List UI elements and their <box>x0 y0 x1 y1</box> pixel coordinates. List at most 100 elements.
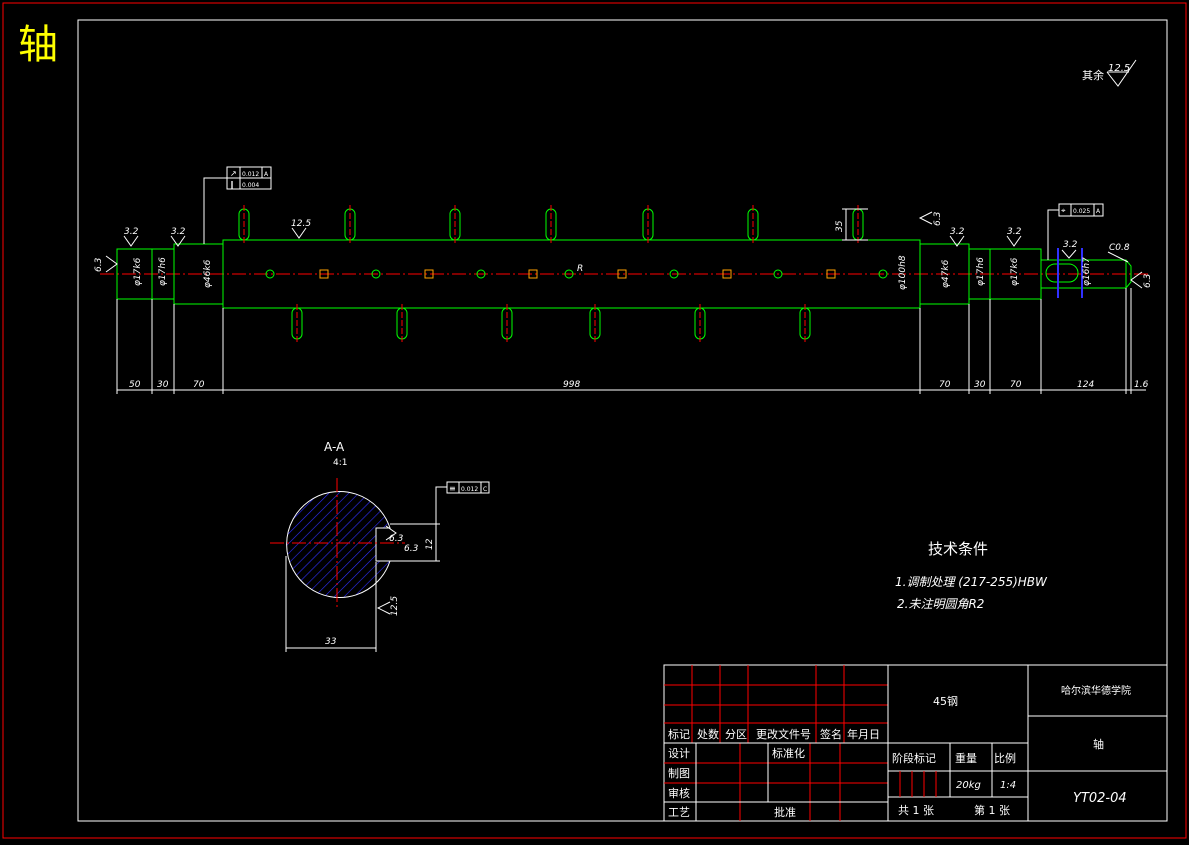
weight-label: 重量 <box>955 751 977 765</box>
sheet-number: 第 1 张 <box>974 803 1010 817</box>
roughness-label-9: 6.3 <box>1143 273 1153 288</box>
row-label-review: 审核 <box>668 786 690 800</box>
standardize-label: 标准化 <box>772 746 805 760</box>
default-roughness-value: 12.5 <box>1108 63 1130 74</box>
shaft-main-view: R φ17k6 φ17h6 φ46k6 φ100h8 φ47k6 φ17h6 φ… <box>94 166 1153 394</box>
hole <box>773 269 783 279</box>
symmetry-icon: ≡ <box>449 484 456 493</box>
roughness-label-2: 3.2 <box>124 227 139 237</box>
section-scale: 4:1 <box>333 458 347 468</box>
bottom-roughness: 12.5 <box>390 596 400 616</box>
roughness-label-4: 12.5 <box>291 219 311 229</box>
key-tolerance-frame: ⌖ 0.025 A <box>1047 203 1104 260</box>
length-label-2: 30 <box>157 380 169 390</box>
rev-header-6: 年月日 <box>847 727 880 741</box>
svg-text:0.004: 0.004 <box>242 182 259 189</box>
default-roughness-label: 其余 <box>1082 68 1104 82</box>
rev-header-5: 签名 <box>820 727 842 741</box>
technical-requirements: 技术条件 1.调制处理 (217-255)HBW 2.未注明圆角R2 <box>895 540 1048 611</box>
diameter-label-7: φ17k6 <box>1010 257 1020 286</box>
length-label-7: 70 <box>1010 380 1022 390</box>
hole <box>371 269 381 279</box>
hole <box>319 269 329 279</box>
hole <box>528 269 538 279</box>
diameter-label-4: φ100h8 <box>898 255 908 290</box>
total-sheets: 共 1 张 <box>898 804 934 817</box>
key-roughness-2: 6.3 <box>404 544 419 554</box>
length-label-3: 70 <box>193 380 205 390</box>
runout-tolerance-frame: ↗ ∥ 0.012 A 0.004 <box>203 166 272 244</box>
svg-text:A: A <box>264 171 269 178</box>
section-title: A-A <box>324 440 345 454</box>
roughness-label-5: 6.3 <box>933 211 943 226</box>
section-width-label: 33 <box>325 637 337 647</box>
roughness-label-7: 3.2 <box>1007 227 1022 237</box>
drawing-title-mark: 轴 <box>18 22 58 68</box>
tech-line-2: 2.未注明圆角R2 <box>897 597 984 611</box>
diameter-label-3: φ46k6 <box>203 259 213 288</box>
diameter-label-2: φ17h6 <box>158 257 168 286</box>
position-icon: ⌖ <box>1061 206 1066 215</box>
pin-length-label: 35 <box>835 220 845 232</box>
hole <box>722 269 732 279</box>
keyway-slot <box>1045 263 1079 283</box>
pins-top <box>238 205 864 244</box>
title-block: 标记 处数 分区 更改文件号 签名 年月日 设计 制图 审核 工艺 标准化 批准… <box>663 664 1168 822</box>
svg-text:0.012: 0.012 <box>242 171 259 178</box>
length-label-6: 30 <box>974 380 986 390</box>
roughness-symbols <box>105 211 1143 289</box>
hole <box>476 269 486 279</box>
rev-header-3: 分区 <box>725 728 747 741</box>
hole <box>265 269 275 279</box>
hole <box>669 269 679 279</box>
length-dimensions <box>116 288 1146 394</box>
hole <box>424 269 434 279</box>
key-width-label: 12 <box>425 538 435 550</box>
material-label: 45钢 <box>933 695 958 708</box>
section-hatched-area <box>286 491 391 598</box>
default-roughness-symbol <box>1106 59 1137 87</box>
pins-bottom <box>291 304 811 343</box>
hole <box>878 269 888 279</box>
radius-note: R <box>577 264 583 274</box>
row-label-design: 设计 <box>668 747 690 760</box>
roughness-label-8: 3.2 <box>1063 240 1078 250</box>
tech-line-1: 1.调制处理 (217-255)HBW <box>895 575 1048 589</box>
row-label-drawing: 制图 <box>668 767 690 780</box>
length-label-4: 998 <box>563 380 580 390</box>
length-label-8: 124 <box>1077 380 1094 390</box>
inner-frame <box>77 19 1168 822</box>
svg-text:0.025: 0.025 <box>1073 208 1090 215</box>
diameter-label-6: φ17h6 <box>976 257 986 286</box>
pin-holes <box>265 269 888 279</box>
diameter-label-1: φ17k6 <box>133 257 143 286</box>
rev-header-1: 标记 <box>668 727 690 741</box>
roughness-label-3: 3.2 <box>171 227 186 237</box>
length-label-1: 50 <box>129 380 141 390</box>
key-roughness-1: 6.3 <box>389 534 404 544</box>
tech-heading: 技术条件 <box>928 540 988 558</box>
school-name: 哈尔滨华德学院 <box>1061 684 1131 697</box>
weight-value: 20kg <box>956 780 981 791</box>
approve-label: 批准 <box>774 805 796 819</box>
ratio-label: 比例 <box>994 751 1016 765</box>
roughness-label-1: 6.3 <box>94 257 104 272</box>
chamfer-label: C0.8 <box>1109 243 1130 253</box>
stage-mark-label: 阶段标记 <box>892 751 936 765</box>
svg-text:0.012: 0.012 <box>461 486 478 493</box>
part-name: 轴 <box>1093 737 1104 751</box>
length-label-5: 70 <box>939 380 951 390</box>
row-label-process: 工艺 <box>668 806 690 819</box>
length-label-9: 1.6 <box>1134 380 1149 390</box>
rev-header-4: 更改文件号 <box>756 727 811 741</box>
hole <box>564 269 574 279</box>
diameter-label-5: φ47k6 <box>941 259 951 288</box>
svg-text:C: C <box>483 486 487 493</box>
rev-header-2: 处数 <box>697 728 719 741</box>
hole <box>617 269 627 279</box>
svg-text:A: A <box>1096 208 1101 215</box>
runout-icon: ↗ <box>230 169 237 178</box>
circularity-icon: ∥ <box>230 180 234 189</box>
